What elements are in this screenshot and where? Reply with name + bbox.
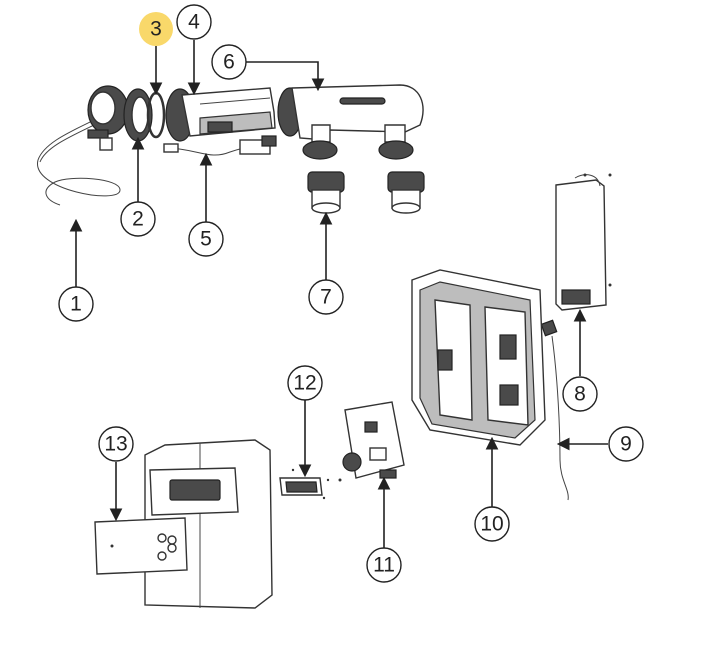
callout-4-label: 4 xyxy=(188,11,200,34)
callout-4: 4 xyxy=(176,4,212,40)
callout-9-label: 9 xyxy=(620,433,632,456)
callout-3-label: 3 xyxy=(150,18,162,41)
callout-13: 13 xyxy=(98,426,134,462)
part-cap-assembly xyxy=(87,85,129,151)
part-6-cell-housing xyxy=(277,84,424,160)
callout-8-label: 8 xyxy=(574,383,586,406)
callout-5-label: 5 xyxy=(200,228,212,251)
callout-6: 6 xyxy=(211,44,247,80)
callout-1: 1 xyxy=(58,286,94,322)
callout-11: 11 xyxy=(366,547,402,583)
part-7-unions xyxy=(307,171,425,214)
callout-7: 7 xyxy=(308,279,344,315)
callout-12-label: 12 xyxy=(293,372,316,395)
callout-2: 2 xyxy=(120,201,156,237)
callout-7-label: 7 xyxy=(320,286,332,309)
callout-9: 9 xyxy=(608,426,644,462)
callout-5: 5 xyxy=(188,221,224,257)
callout-10: 10 xyxy=(474,506,510,542)
callout-6-label: 6 xyxy=(223,51,235,74)
part-13-front-cover xyxy=(94,439,273,609)
part-10-base-enclosure xyxy=(411,269,546,446)
callout-8: 8 xyxy=(562,376,598,412)
leader-lines xyxy=(69,40,608,548)
part-11-circuit-board xyxy=(338,401,405,482)
callout-3: 3 xyxy=(139,12,173,46)
callout-12: 12 xyxy=(287,365,323,401)
part-12-display xyxy=(279,468,330,500)
part-4-electrode-cell xyxy=(165,87,276,142)
callout-11-label: 11 xyxy=(373,554,395,577)
part-8-power-supply xyxy=(555,173,612,311)
callout-2-label: 2 xyxy=(132,208,144,231)
part-5-cable-connector xyxy=(163,135,277,156)
callout-10-label: 10 xyxy=(480,513,503,536)
callout-1-label: 1 xyxy=(70,293,82,316)
part-9-power-cord xyxy=(540,319,569,501)
callout-13-label: 13 xyxy=(104,433,127,456)
